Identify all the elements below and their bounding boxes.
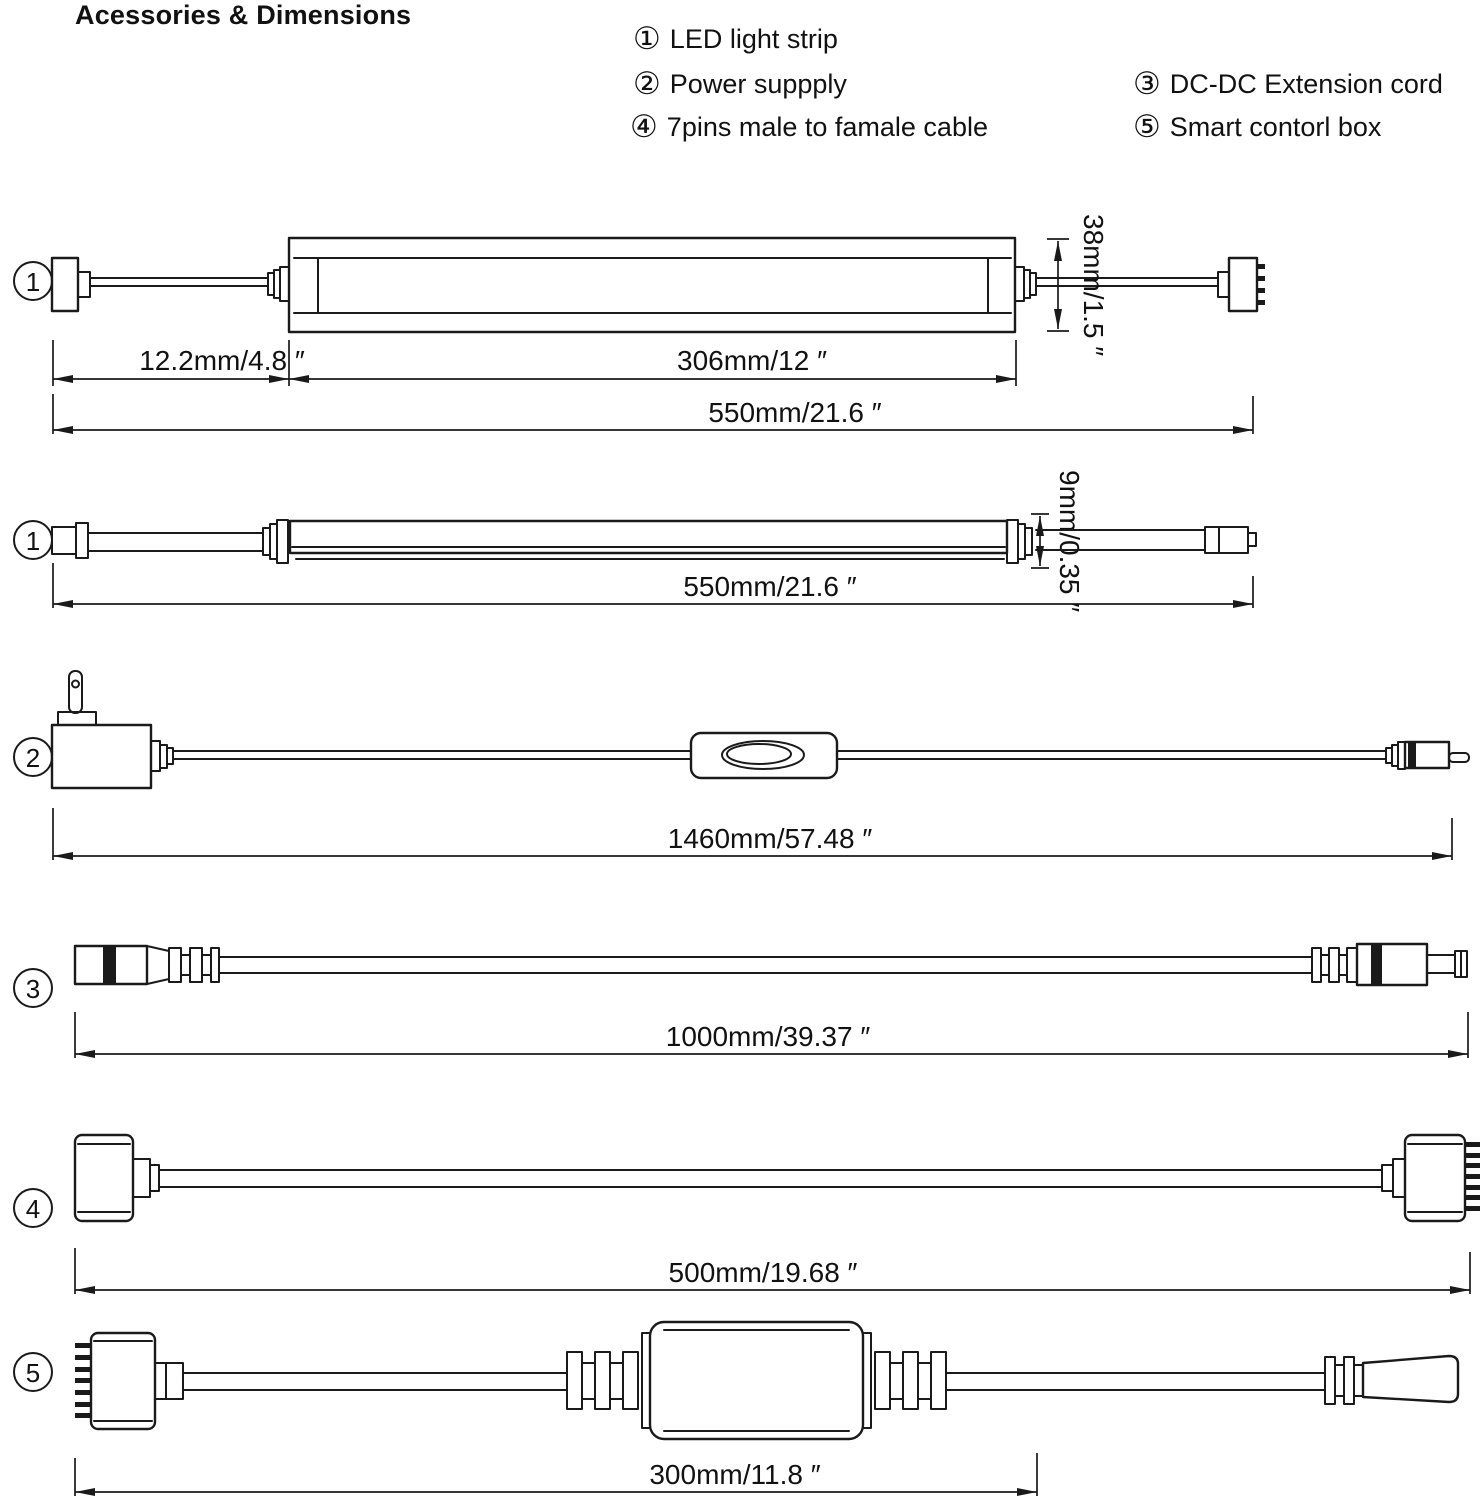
strip-wire-right	[1035, 277, 1219, 287]
plug-base	[57, 711, 97, 726]
smart-control-box-diagram: 5	[13, 1320, 1460, 1496]
item-1-number: 1	[26, 526, 40, 556]
strip-wire-left	[89, 277, 269, 287]
item-1-marker: 1	[13, 261, 53, 301]
control-box	[641, 1320, 872, 1441]
cable	[158, 1169, 1383, 1188]
dc-female-connector	[73, 944, 170, 986]
seven-pin-cable-diagram: 4	[13, 1133, 1480, 1294]
length-dimension: 550mm/21.6 ″	[52, 563, 1254, 608]
dim-label-thickness: 9mm/0.35 ″	[1054, 470, 1085, 612]
strain-relief-left	[168, 947, 220, 983]
item-5-marker: 5	[13, 1352, 53, 1392]
item-2-marker: 2	[13, 737, 53, 777]
strip-body-side	[288, 519, 1009, 560]
legend-item-power-supply: ② Power suppply	[633, 69, 847, 100]
strain-relief-right	[1014, 266, 1037, 302]
legend-label: DC-DC Extension cord	[1169, 69, 1443, 99]
strain-relief-right	[1006, 519, 1033, 564]
legend-item-extension-cord: ③ DC-DC Extension cord	[1133, 69, 1443, 100]
circled-2-icon: ②	[633, 66, 661, 102]
dim-label-total: 550mm/21.6 ″	[683, 571, 856, 602]
strip-connector-left	[50, 256, 91, 313]
led-strip-side-view: 1 9mm/0	[13, 470, 1257, 612]
item-1-number: 1	[26, 267, 40, 297]
led-strip-top-view: 1	[13, 214, 1265, 434]
male-connector	[1381, 1133, 1480, 1223]
legend-item-led-light-strip: ① LED light strip	[633, 24, 838, 55]
dc-female-plug	[1361, 1354, 1460, 1404]
dim-label-total: 1460mm/57.48 ″	[668, 823, 873, 854]
circled-1-icon: ①	[633, 21, 661, 57]
cable-right	[945, 1372, 1326, 1391]
dim-label-total: 500mm/19.68 ″	[669, 1257, 858, 1288]
seven-pin-connector	[75, 1331, 184, 1431]
strip-connector-left	[51, 522, 89, 559]
page-title: Acessories & Dimensions	[75, 0, 412, 30]
strain-relief	[150, 740, 174, 772]
dim-label-lead: 12.2mm/4.8 ″	[139, 345, 305, 376]
cord	[218, 956, 1313, 974]
strip-body	[287, 236, 1017, 334]
cable-left	[182, 1372, 568, 1391]
extension-cord-diagram: 3	[13, 942, 1469, 1058]
thickness-dimension: 9mm/0.35 ″	[1031, 470, 1085, 612]
strip-cable-right	[1035, 529, 1206, 551]
strain-relief-right	[874, 1351, 947, 1410]
item-2-number: 2	[26, 743, 40, 773]
item-3-number: 3	[26, 974, 40, 1004]
dim-label-total: 300mm/11.8 ″	[649, 1459, 820, 1490]
circled-5-icon: ⑤	[1133, 109, 1161, 145]
item-1-marker: 1	[13, 520, 53, 560]
female-connector	[73, 1133, 160, 1223]
length-dimension: 1460mm/57.48 ″	[52, 808, 1453, 860]
dim-label-height: 38mm/1.5 ″	[1078, 214, 1109, 356]
dim-label-body: 306mm/12 ″	[677, 345, 827, 376]
legend-label: Power suppply	[669, 69, 847, 99]
item-4-marker: 4	[13, 1188, 53, 1228]
strain-relief-left	[267, 266, 290, 302]
dc-socket-relief	[1324, 1356, 1364, 1405]
inline-switch	[689, 731, 839, 780]
legend-item-7pin-cable: ④ 7pins male to famale cable	[630, 112, 988, 143]
adapter-body	[50, 723, 153, 790]
cord-right	[836, 750, 1387, 760]
height-dimension: 38mm/1.5 ″	[1047, 214, 1109, 356]
length-dimension: 500mm/19.68 ″	[74, 1248, 1471, 1294]
circled-4-icon: ④	[630, 109, 658, 145]
dim-label-total: 1000mm/39.37 ″	[666, 1021, 871, 1052]
legend-label: LED light strip	[669, 24, 838, 54]
strip-connector-right	[1204, 526, 1257, 554]
cord-left	[172, 750, 692, 760]
dim-label-total: 550mm/21.6 ″	[708, 397, 881, 428]
item-5-number: 5	[26, 1358, 40, 1388]
strip-cable-left	[87, 532, 264, 552]
strip-connector-right	[1217, 256, 1265, 313]
circled-3-icon: ③	[1133, 66, 1161, 102]
width-dimensions: 12.2mm/4.8 ″ 306mm/12 ″ 550mm/21.6 ″	[52, 340, 1254, 434]
item-3-marker: 3	[13, 968, 53, 1008]
legend-label: 7pins male to famale cable	[666, 112, 988, 142]
power-supply-diagram: 2	[13, 670, 1470, 860]
legend-item-smart-control-box: ⑤ Smart contorl box	[1133, 112, 1381, 143]
item-4-number: 4	[26, 1194, 40, 1224]
strain-relief-left	[262, 519, 289, 564]
strain-relief-right	[1311, 947, 1358, 983]
length-dimension: 300mm/11.8 ″	[74, 1453, 1038, 1496]
dc-plug	[1385, 740, 1470, 770]
ac-plug-prong	[68, 670, 83, 714]
legend-label: Smart contorl box	[1169, 112, 1382, 142]
length-dimension: 1000mm/39.37 ″	[74, 1012, 1469, 1058]
dc-male-plug	[1355, 942, 1468, 987]
strain-relief-left	[566, 1351, 639, 1410]
